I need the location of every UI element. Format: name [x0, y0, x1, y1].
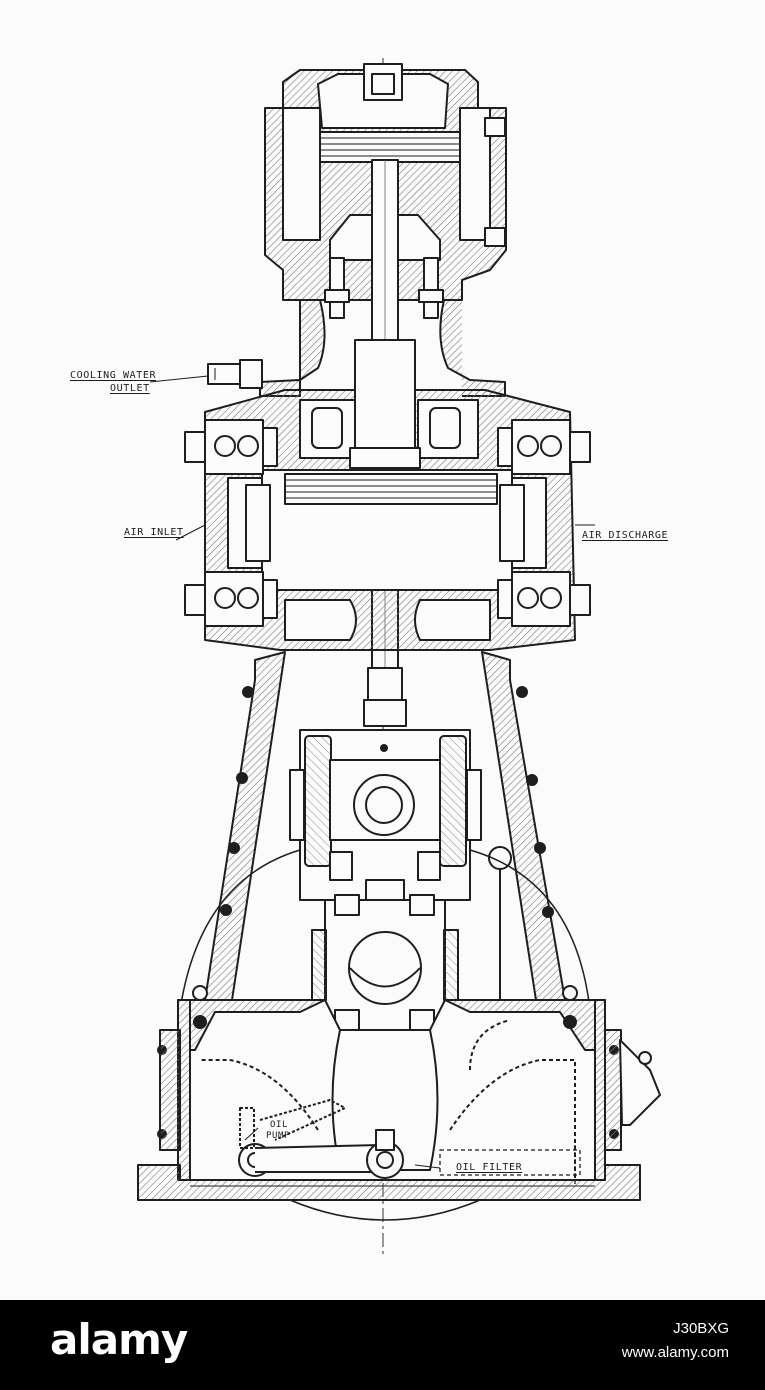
image-id: J30BXG [673, 1320, 729, 1337]
inlet-valve-lower [184, 571, 278, 627]
oil-filter [439, 1145, 581, 1185]
crank-disc [179, 849, 301, 1011]
cooling-water-outlet-label-line2: OUTLET [110, 383, 150, 394]
oil-pump-label-line1: OIL [270, 1120, 289, 1130]
frame [204, 651, 566, 1011]
footer-bar [0, 1300, 765, 1390]
lp-cylinder [204, 339, 576, 651]
oil-filter-label: OIL FILTER [456, 1162, 523, 1173]
brand-logo: alamy [50, 1315, 188, 1364]
engineering-drawing: COOLING WATER OUTLET AIR INLET AIR DISCH… [70, 58, 669, 1258]
site-url[interactable]: www.alamy.com [621, 1344, 729, 1361]
breather [619, 1039, 661, 1126]
crosshead [289, 729, 482, 901]
discharge-valve-upper [497, 419, 591, 475]
air-inlet-label: AIR INLET [124, 527, 184, 538]
footer-info: J30BXG www.alamy.com [622, 1320, 729, 1362]
oil-pump-label-line2: PUMP [266, 1131, 291, 1141]
rod-nut [367, 667, 403, 701]
neck [207, 299, 506, 397]
air-discharge-label: AIR DISCHARGE [582, 530, 669, 541]
compressor-section-diagram [137, 58, 661, 1258]
oil-pump [238, 1099, 404, 1179]
inlet-valve-upper [184, 419, 278, 475]
big-end [311, 894, 459, 1031]
discharge-valve-lower [497, 571, 591, 627]
cooling-water-outlet-label-line1: COOLING WATER [70, 370, 157, 381]
